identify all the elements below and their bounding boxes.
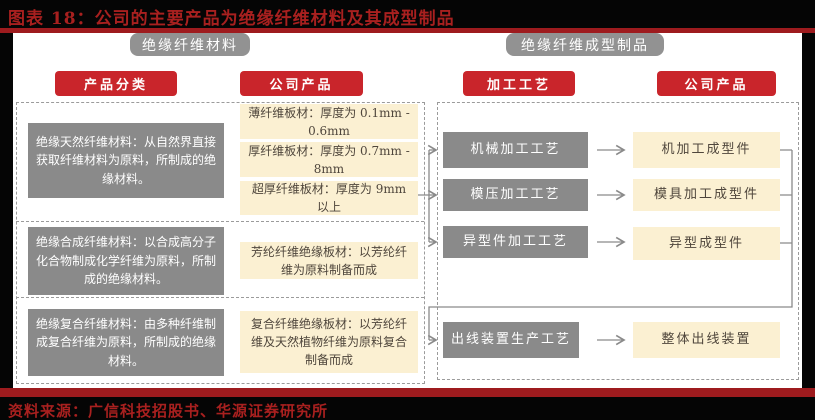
label-processing-technique: 加工工艺: [463, 71, 575, 96]
left-region-divider-1: [16, 221, 424, 222]
output-box-complete-outlet-device: 整体出线装置: [633, 322, 780, 358]
left-region-border: [16, 102, 425, 384]
category-box-natural-fiber: 绝缘天然纤维材料：从自然界直接获取纤维材料为原料，所制成的绝缘材料。: [28, 123, 224, 198]
output-box-molded-part: 模具加工成型件: [633, 179, 780, 211]
product-box-thick-board: 厚纤维板材：厚度为 0.7mm - 8mm: [240, 142, 418, 177]
category-box-synthetic-fiber: 绝缘合成纤维材料：以合成高分子化合物制成化学纤维为原料，所制成的绝缘材料。: [28, 227, 224, 295]
label-company-products-right: 公司产品: [657, 71, 776, 96]
output-box-special-shaped-part: 异型成型件: [633, 227, 780, 260]
figure-title: 图表 18：公司的主要产品为绝缘纤维材料及其成型制品: [8, 9, 455, 29]
header-insulation-fiber-molded-products: 绝缘纤维成型制品: [506, 33, 664, 56]
product-box-aramid-board: 芳纶纤维绝缘板材：以芳纶纤维为原料制备而成: [240, 242, 418, 279]
category-box-composite-fiber: 绝缘复合纤维材料：由多种纤维制成复合纤维为原料，所制成的绝缘材料。: [28, 309, 224, 376]
header-insulation-fiber-materials: 绝缘纤维材料: [130, 33, 250, 56]
process-box-machining: 机械加工工艺: [443, 132, 588, 168]
product-box-thin-board: 薄纤维板材：厚度为 0.1mm - 0.6mm: [240, 104, 418, 139]
process-box-special-shape: 异型件加工工艺: [443, 226, 588, 258]
output-box-machined-part: 机加工成型件: [633, 132, 780, 168]
process-box-molding: 模压加工工艺: [443, 179, 588, 211]
title-rule: [0, 28, 815, 33]
process-box-outlet-device: 出线装置生产工艺: [443, 322, 579, 358]
footer-source: 资料来源：广信科技招股书、华源证券研究所: [8, 402, 329, 420]
product-box-extra-thick-board: 超厚纤维板材：厚度为 9mm 以上: [240, 181, 418, 215]
label-company-products-left: 公司产品: [240, 71, 363, 96]
left-region-divider-2: [16, 297, 424, 298]
product-box-composite-board: 复合纤维绝缘板材：以芳纶纤维及天然植物纤维为原料复合制备而成: [240, 311, 418, 373]
footer-rule: [0, 388, 815, 397]
label-product-category: 产品分类: [55, 71, 177, 96]
